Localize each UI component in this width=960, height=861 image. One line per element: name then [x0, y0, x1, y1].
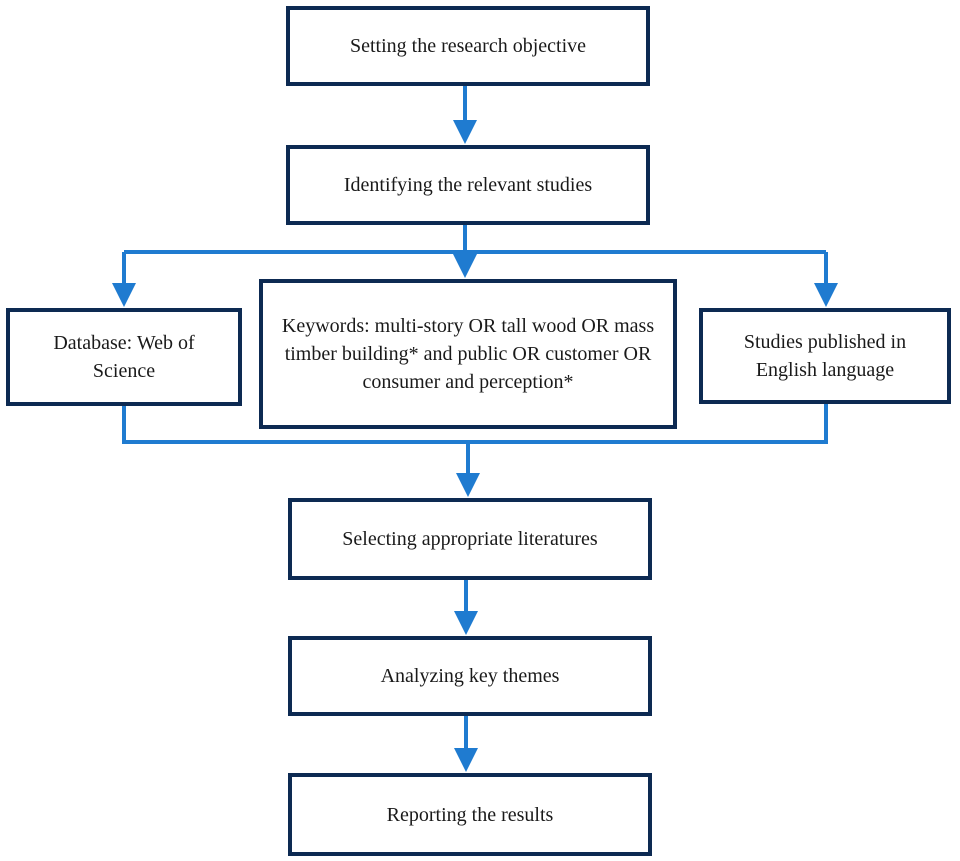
step-reporting-label: Reporting the results — [386, 803, 554, 826]
step-objective-box: Setting the research objective — [286, 6, 650, 86]
criteria-language-label: Studies published in English language — [743, 331, 907, 381]
step-reporting-box: Reporting the results — [288, 773, 652, 856]
step-selecting-box: Selecting appropriate literatures — [288, 498, 652, 580]
step-identify-label: Identifying the relevant studies — [343, 174, 593, 196]
step-selecting-label: Selecting appropriate literatures — [342, 528, 598, 550]
step-analyzing-box: Analyzing key themes — [288, 636, 652, 716]
step-analyzing-label: Analyzing key themes — [380, 665, 560, 687]
step-objective-label: Setting the research objective — [349, 35, 586, 57]
criteria-language-box: Studies published in English language — [699, 308, 951, 404]
criteria-database-box: Database: Web of Science — [6, 308, 242, 406]
step-identify-box: Identifying the relevant studies — [286, 145, 650, 225]
criteria-keywords-label: Keywords: multi-story OR tall wood OR ma… — [281, 315, 655, 393]
criteria-database-label: Database: Web of Science — [53, 332, 195, 382]
criteria-keywords-box: Keywords: multi-story OR tall wood OR ma… — [259, 279, 677, 429]
